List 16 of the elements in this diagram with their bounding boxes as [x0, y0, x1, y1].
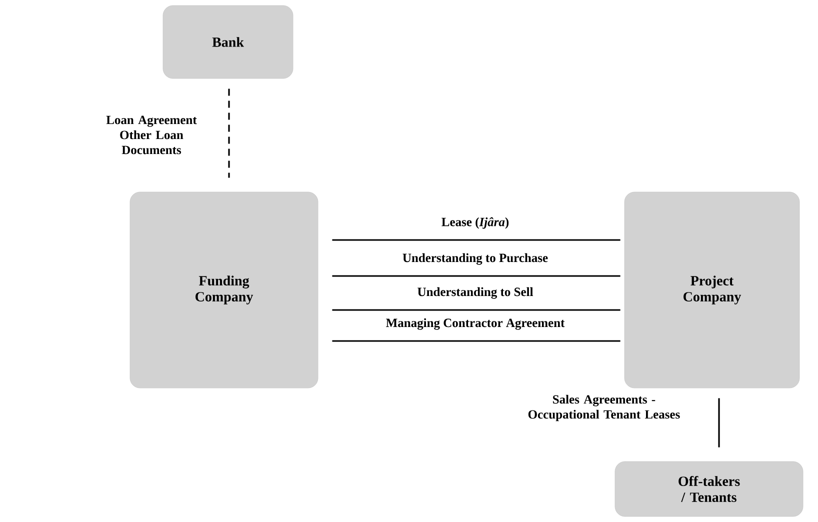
connector-line [718, 398, 720, 448]
edge-label: Lease (Ijâra) [442, 217, 509, 229]
edge-label: Understanding to Purchase [402, 253, 548, 265]
process-box: Funding Company [130, 192, 318, 388]
connector-line [332, 340, 620, 342]
process-box: Off-takers / Tenants [614, 461, 804, 517]
process-box: Bank [162, 5, 294, 79]
edge-label: Sales Agreements - Occupational Tenant Leases [528, 394, 680, 422]
edge-label: Loan Agreement Other Loan Documents [106, 116, 197, 154]
edge-label: Managing Contractor Agreement [386, 318, 565, 330]
process-box: Project Company [624, 192, 800, 388]
connector-line [228, 88, 230, 178]
connector-line [332, 275, 620, 277]
connector-line [332, 309, 620, 311]
edge-label: Understanding to Sell [418, 287, 534, 299]
connector-line [332, 239, 620, 241]
